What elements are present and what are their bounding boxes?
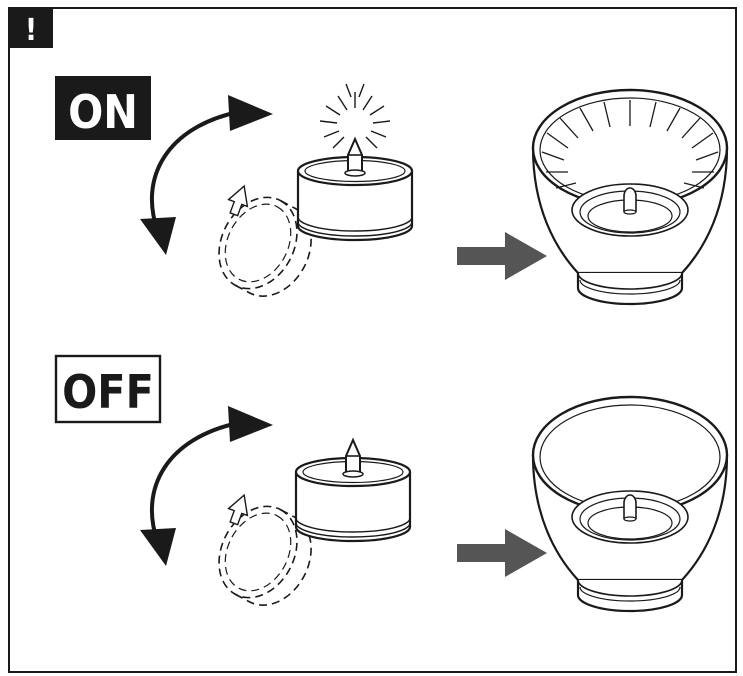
holder-glow-icon	[541, 100, 719, 189]
warning-badge: !	[9, 8, 53, 48]
next-arrow-icon	[457, 232, 547, 280]
step-off: OFF	[54, 354, 729, 620]
rotate-arrow-icon	[138, 93, 275, 257]
on-label: ON	[68, 85, 138, 139]
off-label: OFF	[62, 365, 154, 419]
rotate-arrow-icon	[138, 404, 275, 568]
off-label-box: OFF	[54, 354, 162, 424]
step-on: ON	[55, 76, 729, 311]
holder-unlit-icon	[531, 395, 729, 613]
tealight-lit-icon	[296, 137, 414, 242]
on-label-box: ON	[55, 76, 151, 140]
panel-border	[8, 7, 737, 673]
next-arrow-icon	[457, 529, 547, 577]
glow-rays-icon	[319, 83, 391, 149]
warning-icon: !	[25, 13, 37, 48]
tealight-unlit-icon	[294, 438, 412, 543]
